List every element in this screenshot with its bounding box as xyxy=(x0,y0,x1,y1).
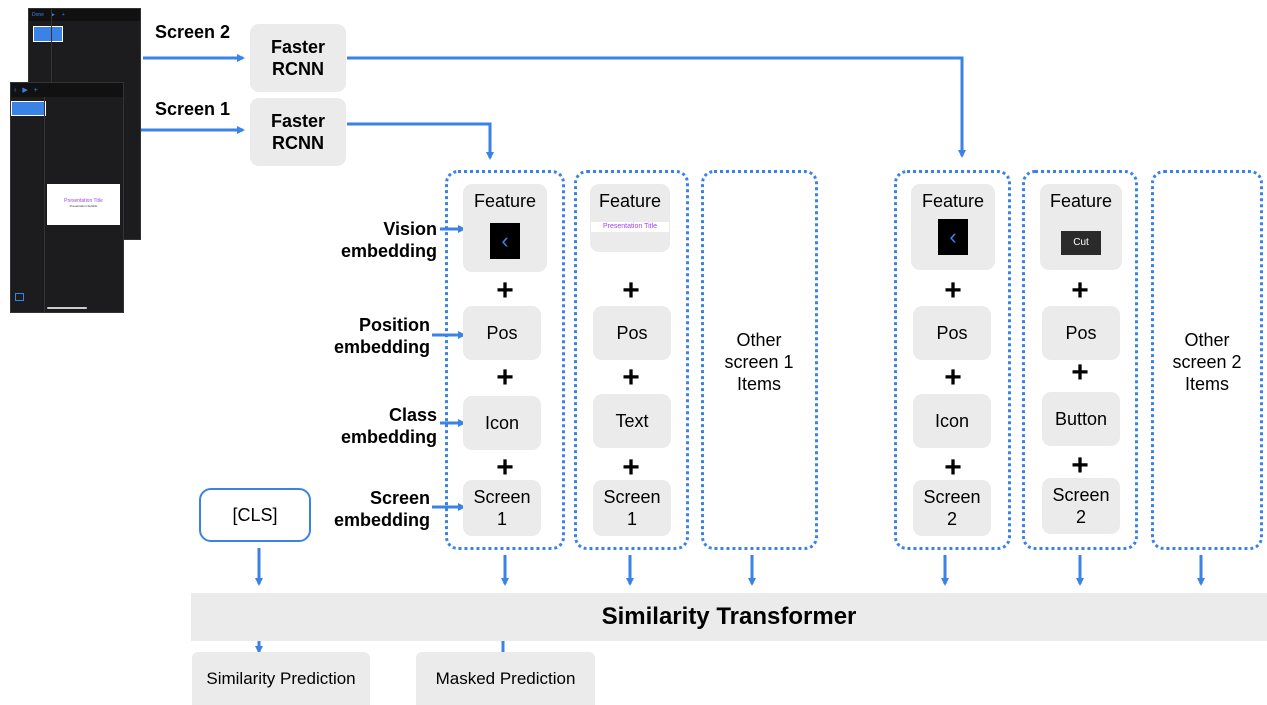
plus-sign: + xyxy=(944,361,962,394)
column-other-screen2 xyxy=(1151,170,1263,550)
column-screen2-icon xyxy=(894,170,1011,550)
text-crop: Presentation Title xyxy=(591,221,669,232)
screen2-toolbar: Done ▶ + xyxy=(29,9,140,21)
screen-embedding-label: Screen embedding xyxy=(333,488,430,530)
screen1-home-indicator xyxy=(47,307,87,309)
plus-sign: + xyxy=(944,451,962,484)
back-icon-crop: ‹ xyxy=(938,218,968,255)
screen1-slide-thumb xyxy=(11,101,46,116)
screen1-plus-icon: + xyxy=(33,86,38,94)
feature-box: Feature Cut xyxy=(1040,184,1122,270)
feature-box: Feature Presentation Title xyxy=(590,184,670,252)
column-screen1-text xyxy=(574,170,689,550)
screen2-done-label: Done xyxy=(32,12,44,18)
feature-box: Feature ‹ xyxy=(463,184,547,272)
similarity-transformer: Similarity Transformer xyxy=(191,593,1267,641)
pos-box: Pos xyxy=(593,306,671,360)
position-embedding-label: Position embedding xyxy=(333,315,430,357)
class-box: Text xyxy=(593,394,671,448)
plus-sign: + xyxy=(1071,274,1089,307)
similarity-prediction: Similarity Prediction xyxy=(192,652,370,705)
pos-box: Pos xyxy=(1042,306,1120,360)
faster-rcnn-screen1: Faster RCNN xyxy=(250,98,346,166)
pos-box: Pos xyxy=(913,306,991,360)
arrow-rcnn2-group xyxy=(347,56,966,158)
other-screen2-items: Other screen 2 Items xyxy=(1172,330,1242,394)
screen-box: Screen 2 xyxy=(913,480,991,536)
screen2-label: Screen 2 xyxy=(155,22,231,42)
column-screen1-icon xyxy=(445,170,565,550)
screen1-back-icon: ‹ xyxy=(14,86,17,94)
screen1-slide: Presentation Title Presentation Subtitle xyxy=(47,184,120,225)
screen1-slide-subtitle: Presentation Subtitle xyxy=(69,204,98,208)
plus-sign: + xyxy=(622,274,640,307)
faster-rcnn-screen2: Faster RCNN xyxy=(250,24,346,92)
plus-sign: + xyxy=(496,361,514,394)
pos-box: Pos xyxy=(463,306,541,360)
feature-box: Feature ‹ xyxy=(911,184,995,270)
plus-sign: + xyxy=(1071,356,1089,389)
screen1-divider xyxy=(44,97,45,312)
screen1-play-icon: ▶ xyxy=(22,87,28,94)
feature-label: Feature xyxy=(598,191,662,211)
feature-label: Feature xyxy=(1049,191,1113,211)
column-screen2-button xyxy=(1022,170,1138,550)
plus-sign: + xyxy=(622,361,640,394)
feature-label: Feature xyxy=(473,191,537,211)
class-embedding-label: Class embedding xyxy=(340,405,437,447)
screen-box: Screen 2 xyxy=(1042,478,1120,534)
screen1-toolbar: ‹ ▶ + xyxy=(11,83,123,97)
plus-sign: + xyxy=(1071,449,1089,482)
screen2-plus-icon: + xyxy=(61,12,65,18)
feature-label: Feature xyxy=(921,191,985,211)
class-box: Icon xyxy=(463,396,541,450)
screen1-label: Screen 1 xyxy=(155,99,231,119)
arrow-rcnn1-group xyxy=(347,122,494,160)
screen1-add-icon xyxy=(15,293,24,301)
button-crop: Cut xyxy=(1061,230,1101,255)
screen2-play-icon: ▶ xyxy=(50,12,55,18)
screen-box: Screen 1 xyxy=(593,480,671,536)
plus-sign: + xyxy=(944,274,962,307)
cls-token: [CLS] xyxy=(199,488,311,542)
column-other-screen1 xyxy=(701,170,818,550)
plus-sign: + xyxy=(496,274,514,307)
screen-box: Screen 1 xyxy=(463,480,541,536)
screen2-slide-thumb xyxy=(33,26,63,42)
plus-sign: + xyxy=(622,451,640,484)
class-box: Button xyxy=(1042,392,1120,446)
vision-embedding-label: Vision embedding xyxy=(340,219,437,261)
back-icon-crop: ‹ xyxy=(490,222,520,259)
other-screen1-items: Other screen 1 Items xyxy=(724,330,794,394)
masked-prediction: Masked Prediction xyxy=(416,652,595,705)
plus-sign: + xyxy=(496,451,514,484)
screen1-thumbnail: ‹ ▶ + Presentation Title Presentation Su… xyxy=(10,82,124,313)
class-box: Icon xyxy=(913,394,991,448)
screen1-slide-title: Presentation Title xyxy=(64,198,103,204)
